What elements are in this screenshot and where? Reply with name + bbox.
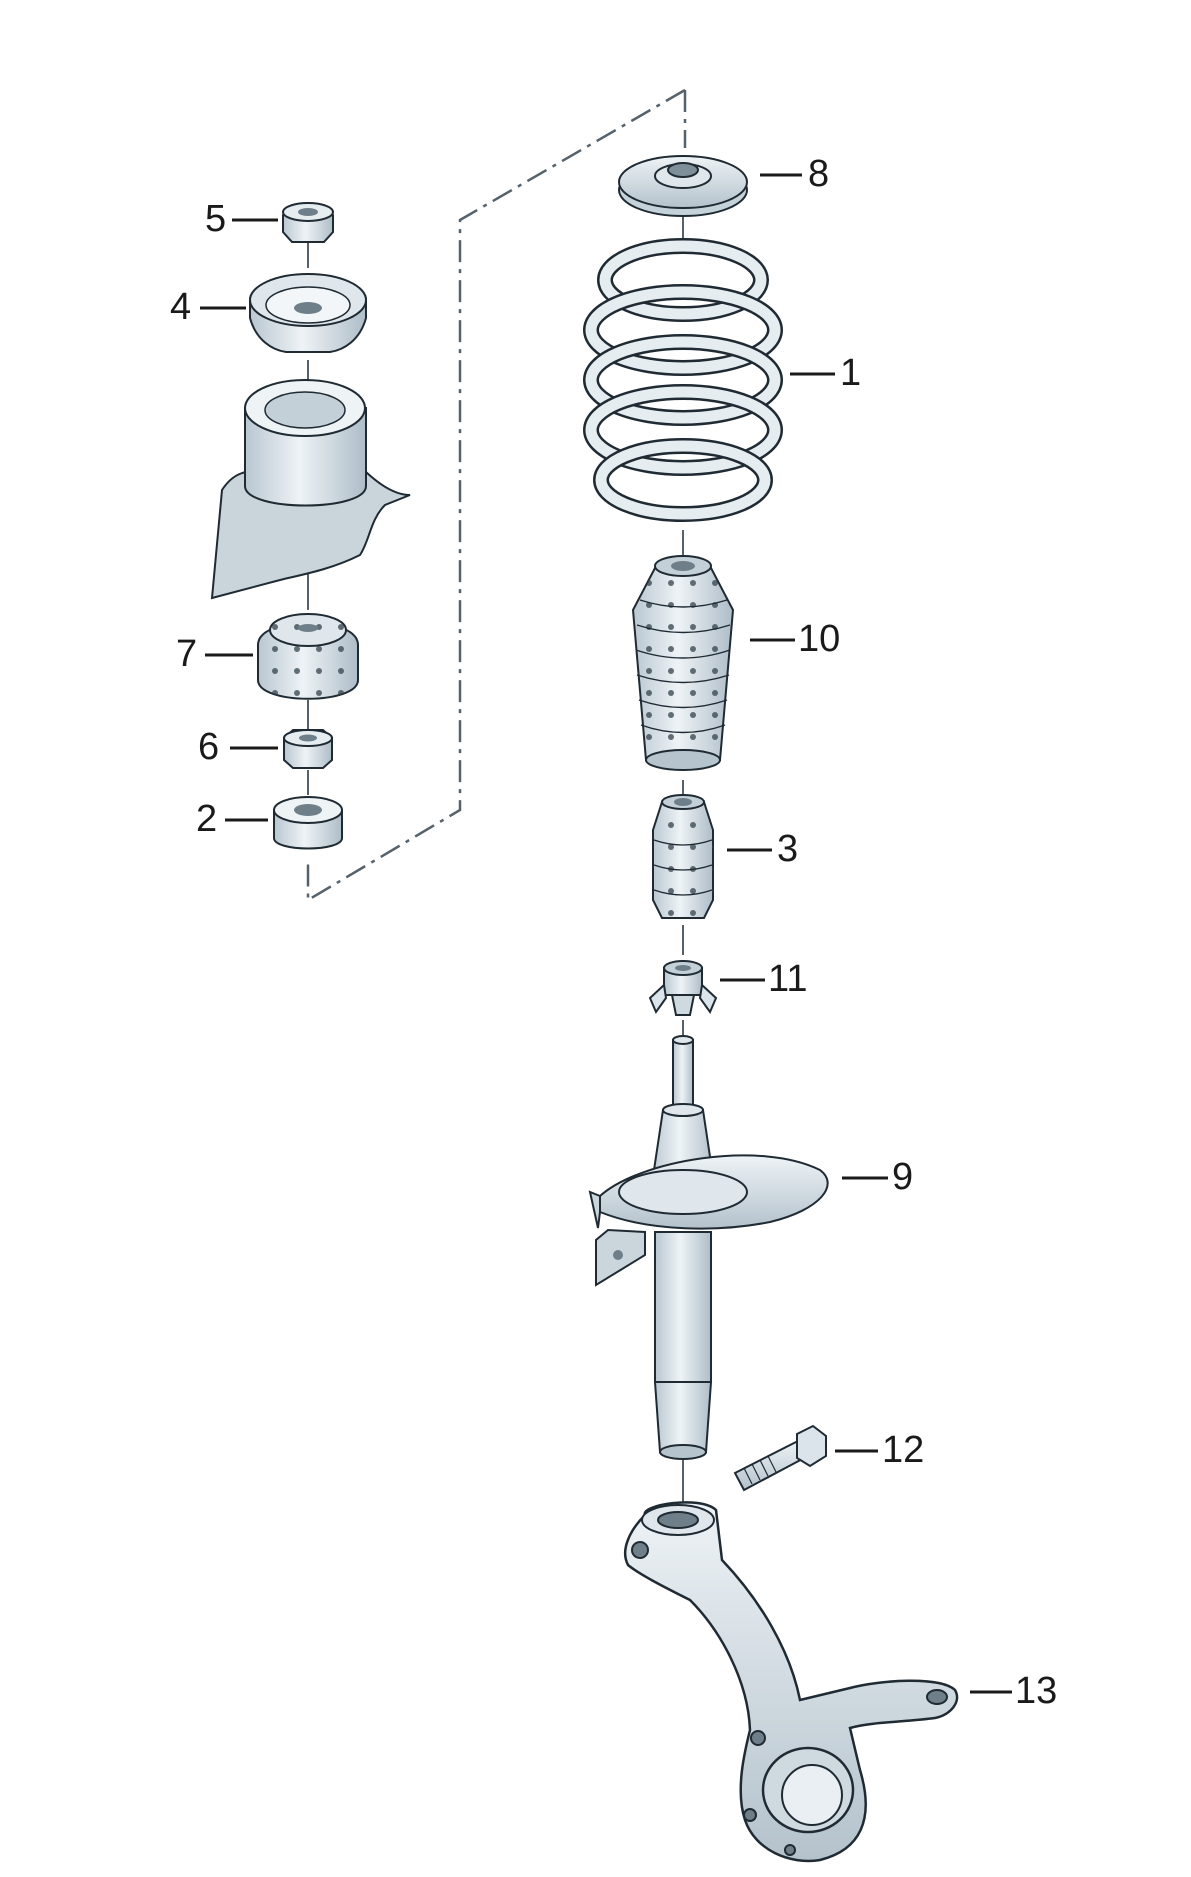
callout-4: 4	[170, 286, 192, 328]
part-dust-boot	[631, 555, 735, 771]
part-strut-mount	[257, 613, 359, 700]
callout-6: 6	[198, 726, 220, 768]
part-nut-lower	[283, 729, 333, 769]
part-spring-seat	[618, 155, 748, 217]
part-mount-cup	[249, 273, 367, 353]
callout-13: 13	[1015, 1670, 1058, 1712]
callout-10: 10	[798, 618, 841, 660]
part-steering-knuckle	[623, 1501, 959, 1863]
part-spacer-sleeve	[273, 796, 343, 850]
part-nut-top	[282, 202, 334, 243]
callout-11: 11	[768, 958, 808, 1000]
part-shock-absorber	[588, 1035, 829, 1460]
callout-3: 3	[777, 828, 799, 870]
part-bump-stop	[652, 794, 714, 919]
assembly-path-line	[306, 88, 686, 903]
callout-12: 12	[882, 1429, 925, 1471]
callout-7: 7	[176, 633, 198, 675]
part-strut-tower	[210, 379, 411, 600]
callout-2: 2	[196, 798, 218, 840]
leader-lines	[200, 173, 1012, 1694]
part-coil-spring	[583, 238, 783, 522]
part-retainer-clip	[648, 960, 718, 1016]
callout-9: 9	[892, 1156, 914, 1198]
callout-1: 1	[840, 352, 862, 394]
callout-8: 8	[808, 153, 830, 195]
callout-5: 5	[205, 198, 227, 240]
